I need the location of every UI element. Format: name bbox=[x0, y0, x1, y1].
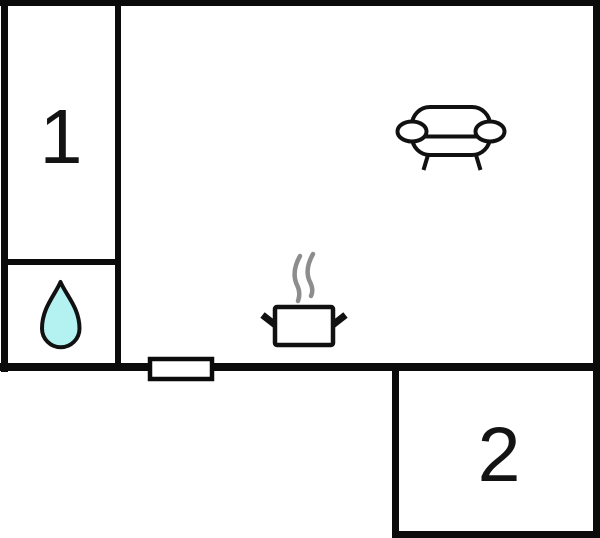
steam-icon bbox=[292, 251, 316, 304]
water-drop-shape bbox=[40, 280, 82, 350]
wall-left bbox=[1, 0, 8, 372]
room-1-label: 1 bbox=[40, 94, 83, 180]
wall-bottom-main bbox=[0, 363, 600, 371]
cooking-pot-icon bbox=[260, 304, 348, 348]
sofa-leg-left bbox=[421, 154, 430, 171]
door-window bbox=[147, 356, 215, 382]
water-drop-icon bbox=[40, 280, 82, 350]
wall-room2-bottom bbox=[392, 531, 600, 538]
room-2-label: 2 bbox=[478, 412, 521, 498]
steam-line-right bbox=[305, 251, 316, 299]
sofa-armrest-left bbox=[395, 119, 429, 144]
wall-bathroom-top bbox=[1, 259, 121, 265]
wall-room1-right bbox=[115, 0, 121, 368]
sofa-leg-right bbox=[474, 154, 483, 171]
wall-right bbox=[593, 0, 600, 538]
sofa-armrest-right bbox=[473, 119, 507, 144]
pot-body bbox=[272, 304, 336, 348]
wall-top bbox=[0, 0, 600, 6]
wall-room2-left bbox=[392, 363, 399, 538]
sofa-icon bbox=[395, 105, 507, 171]
steam-line-left bbox=[292, 253, 303, 304]
